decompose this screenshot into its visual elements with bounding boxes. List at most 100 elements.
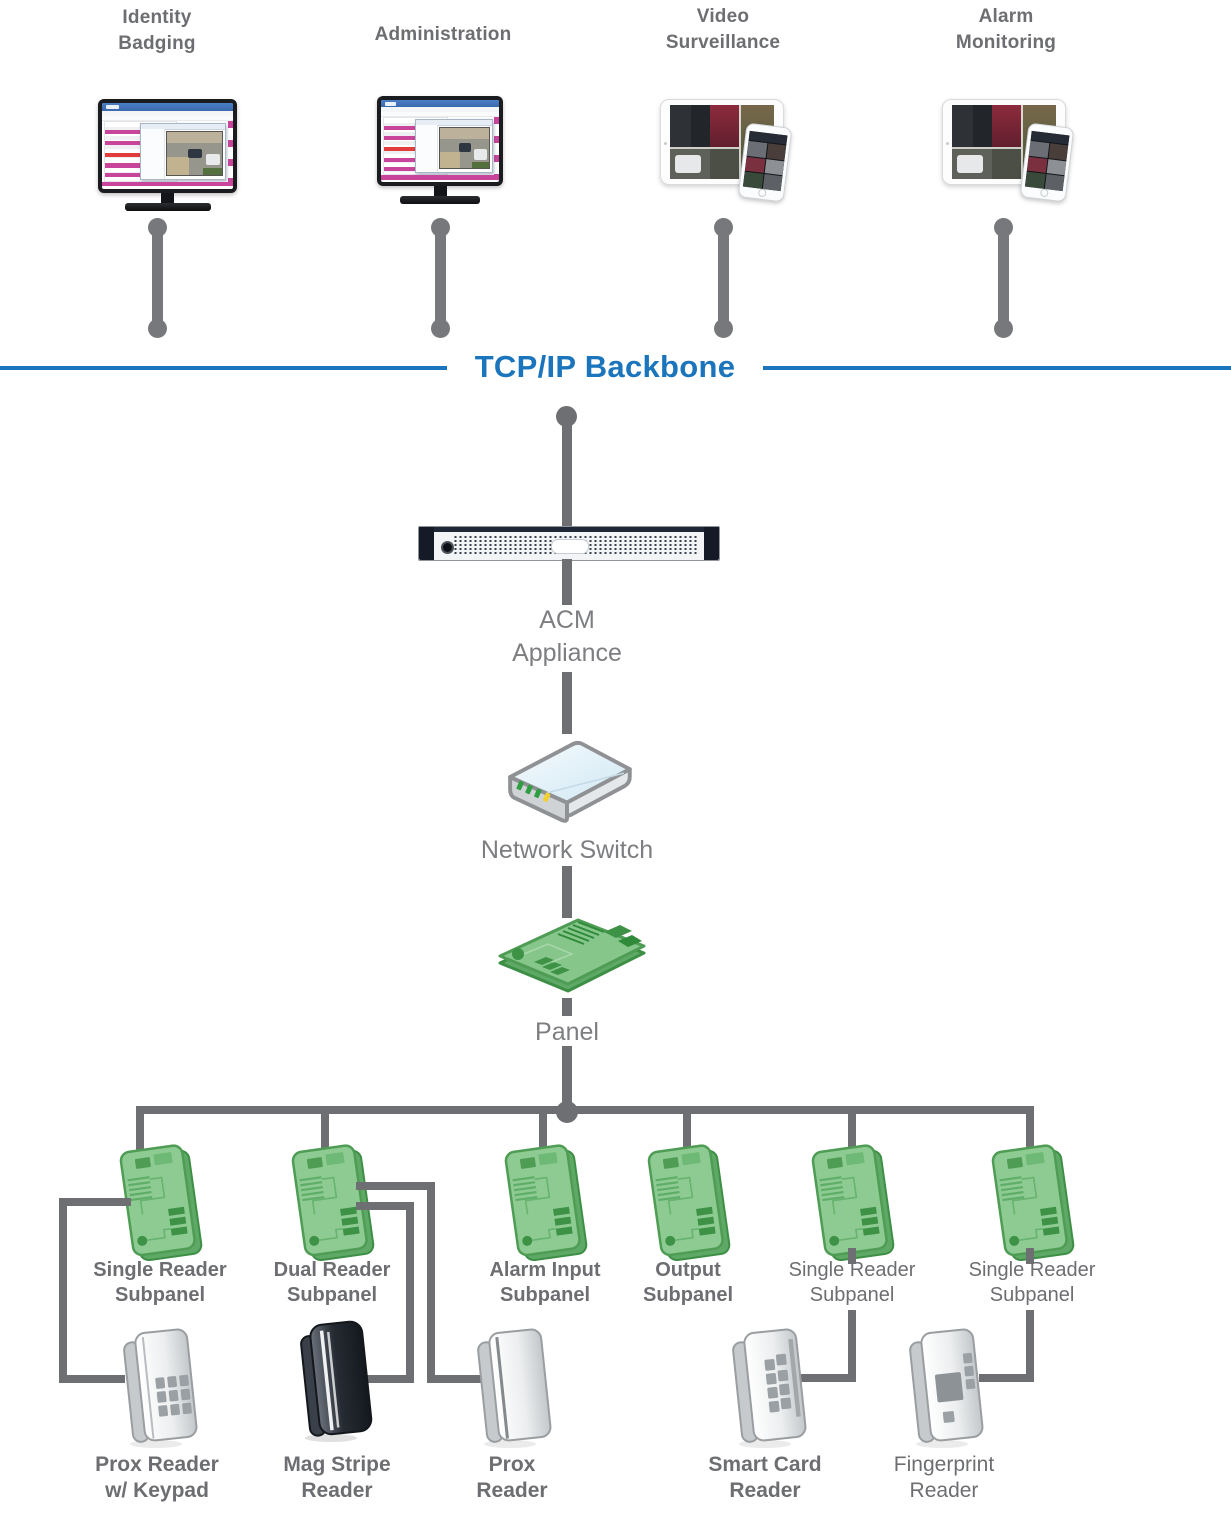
video-grass	[472, 161, 489, 169]
fingerprint-reader-graphic	[909, 1328, 984, 1448]
label-line: w/ Keypad	[105, 1479, 209, 1502]
phone-screen	[742, 130, 788, 192]
subpanel-label-alarm-input: Alarm Input Subpanel	[445, 1258, 645, 1308]
network-switch-graphic	[508, 740, 632, 823]
camera-view-pavement	[991, 147, 1021, 179]
server-power-button	[441, 540, 454, 554]
elbow-sp1-bottom	[59, 1375, 125, 1383]
phone-home-button	[1039, 188, 1049, 198]
reader-label-mag-stripe: Mag Stripe Reader	[227, 1452, 447, 1504]
subpanel-board-graphic-5	[810, 1142, 896, 1264]
elbow-sp2a-vertical	[427, 1182, 435, 1383]
screen-logo	[105, 104, 120, 109]
label-line: Administration	[374, 24, 512, 45]
trunk-line	[562, 866, 572, 918]
elbow-sp5-stub	[848, 1248, 856, 1264]
popup-sidebar	[416, 125, 438, 172]
video-dark-car	[458, 143, 472, 153]
screen-header-bar	[381, 100, 499, 108]
camera-view-maroon-van	[991, 105, 1021, 148]
screen-popup-window	[139, 122, 227, 180]
server-badge	[551, 539, 589, 555]
server-rack-ear-left	[419, 527, 434, 560]
screen-toolbar2	[102, 115, 233, 122]
label-line: Mag Stripe	[283, 1453, 391, 1476]
video-building	[167, 132, 222, 144]
phone-device	[737, 122, 793, 203]
label-line: Prox Reader	[95, 1453, 219, 1476]
trunk-line	[562, 672, 572, 734]
label-line: Alarm Input	[489, 1259, 601, 1281]
bus-drop-5	[848, 1106, 856, 1152]
screen-side-strip	[494, 117, 499, 176]
video-white-car	[205, 154, 220, 166]
subpanel-bus-line	[136, 1106, 1034, 1114]
camera-view-pavement	[709, 147, 739, 179]
screen-footer-bar	[102, 182, 233, 187]
label-line: ACM	[539, 606, 595, 634]
subpanel-label-single-reader-2: Single Reader Subpanel	[752, 1258, 952, 1308]
monitor-stand-neck	[433, 186, 447, 196]
subpanel-label-output: Output Subpanel	[588, 1258, 788, 1308]
camera-view-dark	[690, 105, 710, 148]
subpanel-board-graphic-4	[646, 1142, 732, 1264]
elbow-sp2a-top	[356, 1182, 435, 1190]
prox-reader-keypad-graphic	[123, 1328, 198, 1448]
monitor-stand-base	[124, 203, 211, 211]
camera-view-dark	[972, 105, 992, 148]
bus-drop-3	[539, 1106, 547, 1152]
video-white-car	[474, 149, 487, 160]
backbone-line-left	[0, 366, 447, 370]
phone-thumb	[766, 143, 787, 161]
phone-thumb	[746, 140, 767, 158]
label-line: Dual Reader	[273, 1259, 391, 1281]
camera-view-dark-cars	[670, 105, 691, 148]
label-line: Subpanel	[642, 1284, 733, 1306]
video-grass	[203, 168, 222, 175]
acm-appliance-label: ACM Appliance	[417, 604, 717, 670]
phone-thumb	[1048, 143, 1069, 161]
server-top-edge	[419, 527, 719, 532]
tablet-camera-dot	[946, 142, 949, 145]
camera-view-maroon-van	[709, 105, 739, 148]
label-line: Single Reader	[93, 1259, 227, 1281]
phone-thumb	[1026, 156, 1047, 174]
phone-thumb	[742, 171, 764, 189]
server-rack-ear-right	[704, 527, 719, 560]
bus-drop-4	[683, 1106, 691, 1152]
label-line: Reader	[729, 1479, 801, 1502]
popup-titlebar	[416, 119, 493, 127]
bus-drop-2	[321, 1106, 329, 1152]
prox-reader-graphic	[477, 1328, 552, 1448]
identity-badging-workstation-monitor	[98, 99, 237, 211]
elbow-sp1-top	[59, 1198, 131, 1206]
subpanel-label-dual-reader: Dual Reader Subpanel	[232, 1258, 432, 1308]
mag-stripe-reader-graphic	[300, 1320, 373, 1442]
monitor-stand-base	[400, 196, 480, 204]
backbone-label: TCP/IP Backbone	[474, 349, 736, 384]
subpanel-board-graphic-2	[290, 1142, 376, 1264]
bus-drop-6	[1026, 1106, 1034, 1152]
phone-thumb	[764, 158, 785, 176]
reader-label-prox: Prox Reader	[402, 1452, 622, 1504]
label-line: Surveillance	[665, 32, 781, 53]
reader-label-smart-card: Smart Card Reader	[655, 1452, 875, 1504]
phone-home-button	[757, 188, 767, 198]
screen-footer-bar	[381, 175, 499, 180]
station-label-alarm-monitoring: Alarm Monitoring	[886, 4, 1126, 56]
camera-view-white-truck	[952, 147, 992, 179]
phone-screen	[1024, 130, 1070, 192]
elbow-sp2b-vertical	[406, 1202, 414, 1383]
popup-sidebar	[140, 129, 165, 179]
alarm-monitoring-devices	[942, 99, 1075, 209]
white-truck	[956, 154, 983, 174]
trunk-line	[562, 998, 572, 1016]
label-line: Badging	[118, 33, 196, 54]
tablet-screen	[670, 105, 774, 179]
elbow-sp5-vertical	[848, 1310, 856, 1382]
station-label-video-surveillance: Video Surveillance	[603, 4, 843, 56]
reader-label-prox-keypad: Prox Reader w/ Keypad	[47, 1452, 267, 1504]
label-line: Subpanel	[499, 1284, 590, 1306]
label-line: Monitoring	[955, 32, 1057, 53]
